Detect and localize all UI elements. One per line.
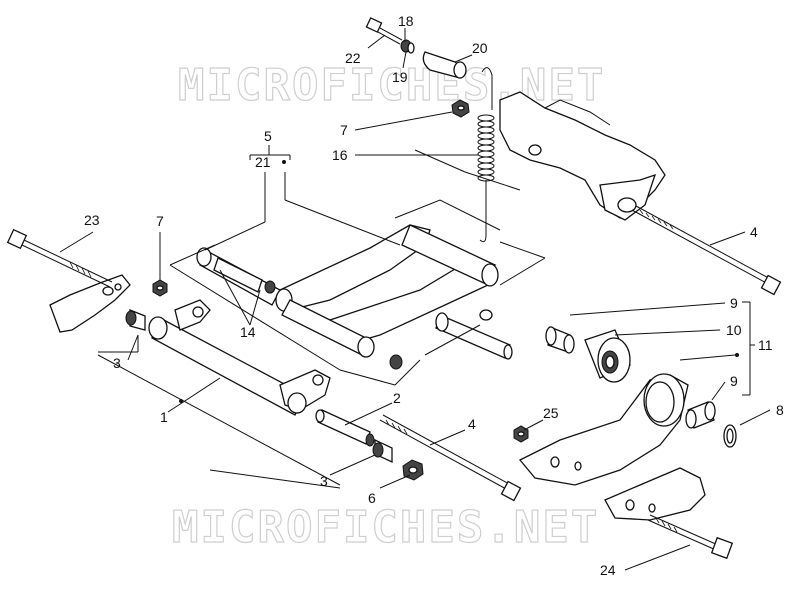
callout-25: 25 <box>543 405 559 421</box>
nut-upper <box>451 99 470 118</box>
callout-9-upper: 9 <box>730 295 738 311</box>
callout-19: 19 <box>392 69 408 85</box>
callout-labels: 1 2 3 3 4 4 5 6 7 7 8 9 9 10 11 14 16 18… <box>84 13 784 578</box>
callout-20: 20 <box>472 40 488 56</box>
circlip <box>723 424 737 448</box>
nut-right <box>513 425 529 443</box>
bushing-upper <box>545 326 575 354</box>
callout-4-lower: 4 <box>468 416 476 432</box>
top-bolt-assembly <box>365 17 467 79</box>
frame-bracket <box>499 91 666 221</box>
callout-7-left: 7 <box>156 213 164 229</box>
long-bolt-lower <box>379 414 522 502</box>
callout-23: 23 <box>84 212 100 228</box>
nut-lower <box>402 459 424 481</box>
callout-3-lower: 3 <box>320 473 328 489</box>
lower-bracket <box>604 467 706 521</box>
callout-24: 24 <box>600 562 616 578</box>
lower-pin <box>315 409 375 447</box>
callout-7-top: 7 <box>340 122 348 138</box>
bearing <box>584 329 631 383</box>
callout-4-right: 4 <box>750 224 758 240</box>
callout-5: 5 <box>264 128 272 144</box>
callout-2: 2 <box>393 390 401 406</box>
spacer-lower <box>372 438 393 464</box>
left-bracket <box>6 228 131 333</box>
callout-3-upper: 3 <box>113 355 121 371</box>
long-bolt-right <box>631 205 782 296</box>
swing-arm <box>196 224 513 370</box>
callout-9-lower: 9 <box>730 373 738 389</box>
watermark-top: MICROFICHES.NET <box>178 60 605 111</box>
watermark-bottom: MICROFICHES.NET <box>172 502 599 553</box>
callout-18: 18 <box>398 13 414 29</box>
assembly-outline <box>169 149 546 386</box>
lever-plate <box>518 373 689 486</box>
bolt-lower-right <box>647 514 734 560</box>
bushing-lower <box>685 401 716 429</box>
callout-10: 10 <box>726 322 742 338</box>
axle-shaft <box>148 299 331 416</box>
callout-22: 22 <box>345 50 361 66</box>
leader-lines <box>59 28 771 571</box>
callout-8: 8 <box>776 402 784 418</box>
nut-left <box>152 279 168 297</box>
spring <box>477 67 495 243</box>
callout-11: 11 <box>758 337 773 353</box>
callout-14: 14 <box>240 324 256 340</box>
callout-21: 21 <box>255 154 271 170</box>
callout-6: 6 <box>368 490 376 506</box>
spacer-left <box>125 309 146 331</box>
callout-1: 1 <box>160 409 168 425</box>
callout-16: 16 <box>332 147 348 163</box>
